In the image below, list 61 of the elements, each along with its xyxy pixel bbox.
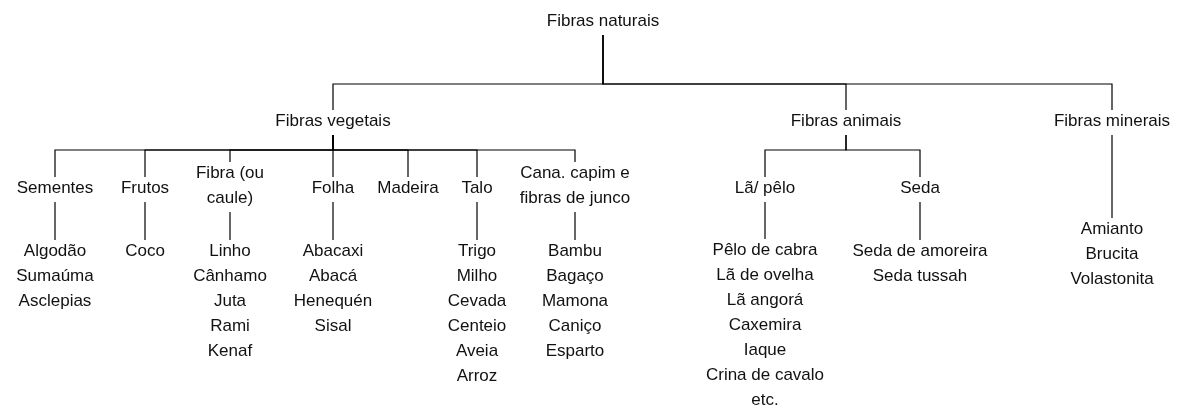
fiber-name: Henequén: [293, 290, 373, 312]
connector-line: [476, 201, 478, 241]
fiber-name: Trigo: [457, 240, 497, 262]
subcategory-label: Frutos: [120, 175, 170, 200]
fiber-name: Brucita: [1085, 243, 1139, 265]
fiber-name: Milho: [456, 265, 498, 287]
fiber-name: Bagaço: [546, 265, 604, 287]
fiber-name: Algodão: [23, 240, 87, 262]
subcategory-label: Fibra (ou caule): [185, 160, 275, 210]
connector-line: [1111, 134, 1113, 219]
fiber-name: Juta: [213, 290, 247, 312]
fiber-name: Sumaúma: [16, 265, 94, 287]
fiber-name: Centeio: [447, 315, 507, 337]
fiber-name: Iaque: [743, 339, 787, 361]
fiber-name: Lã angorá: [726, 289, 804, 311]
fiber-name: etc.: [751, 389, 779, 411]
subcategory-label: Lã/ pêlo: [734, 175, 796, 200]
fiber-name: Abacaxi: [302, 240, 364, 262]
category-label: Fibras naturais: [546, 8, 660, 33]
subcategory-label: Madeira: [377, 175, 439, 200]
fiber-name: Arroz: [456, 365, 498, 387]
fiber-name: Volastonita: [1070, 268, 1154, 290]
fiber-name: Kenaf: [207, 340, 253, 362]
connector-line: [332, 201, 334, 241]
category-label: Fibras minerais: [1053, 108, 1171, 133]
fiber-name: Mamona: [541, 290, 609, 312]
fiber-name: Linho: [209, 240, 251, 262]
fiber-name: Esparto: [545, 340, 605, 362]
category-label: Fibras vegetais: [275, 108, 391, 133]
fiber-name: Abacá: [308, 265, 358, 287]
fiber-name: Lã de ovelha: [716, 264, 814, 286]
fiber-name: Seda de amoreira: [852, 240, 988, 262]
fiber-name: Seda tussah: [872, 265, 968, 287]
fiber-name: Rami: [210, 315, 250, 337]
connector-line: [54, 201, 56, 241]
fiber-name: Amianto: [1080, 218, 1144, 240]
fiber-name: Aveia: [455, 340, 499, 362]
connector-line: [764, 201, 766, 240]
connector-line: [332, 134, 576, 163]
fiber-name: Cevada: [447, 290, 507, 312]
fiber-name: Sisal: [314, 315, 352, 337]
connector-line: [845, 134, 921, 178]
category-label: Fibras animais: [790, 108, 902, 133]
fiber-name: Asclepias: [18, 290, 92, 312]
connector-line: [602, 34, 1113, 111]
fiber-name: Caniço: [548, 315, 602, 337]
connector-line: [144, 201, 146, 241]
fiber-name: Crina de cavalo: [705, 364, 825, 386]
subcategory-label: Cana. capim e fibras de junco: [500, 160, 650, 210]
subcategory-label: Talo: [461, 175, 493, 200]
subcategory-label: Seda: [900, 175, 940, 200]
subcategory-label: Sementes: [16, 175, 94, 200]
connector-line: [919, 201, 921, 241]
fiber-name: Coco: [125, 238, 165, 263]
fiber-name: Pêlo de cabra: [712, 239, 818, 261]
connector-line: [574, 211, 576, 241]
subcategory-label: Folha: [311, 175, 355, 200]
connector-line: [229, 211, 231, 241]
fiber-name: Bambu: [548, 240, 602, 262]
fiber-name: Caxemira: [728, 314, 802, 336]
fiber-name: Cânhamo: [193, 265, 267, 287]
